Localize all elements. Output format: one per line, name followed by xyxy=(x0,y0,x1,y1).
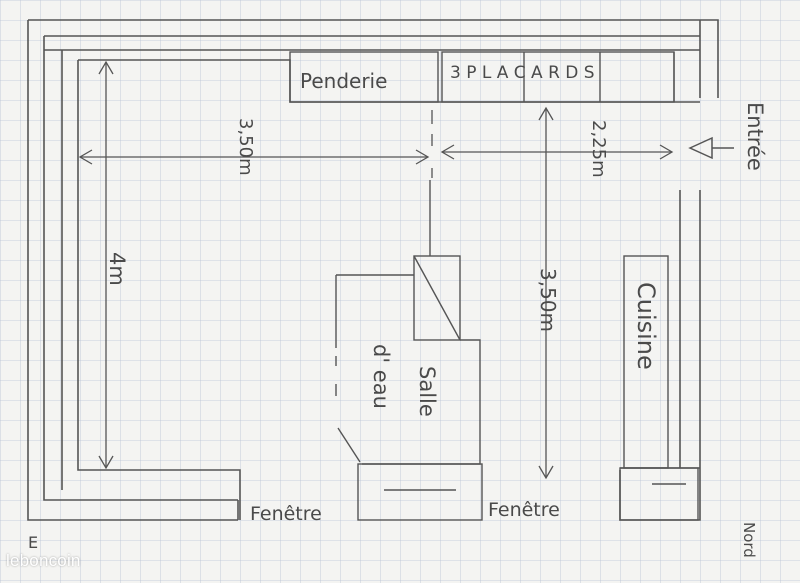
label-fenetre-left: Fenêtre xyxy=(250,503,322,525)
label-dim-width-right: 2,25m xyxy=(588,120,609,178)
label-salle-line1: Salle xyxy=(415,366,439,417)
label-placards: 3 P L A C A R D S xyxy=(450,63,595,83)
label-salle-line2: d' eau xyxy=(369,344,393,409)
dimension-lines xyxy=(78,60,674,480)
wardrobe-row xyxy=(289,51,675,103)
bathroom-walls xyxy=(335,180,483,521)
label-cuisine: Cuisine xyxy=(632,282,660,370)
label-fenetre-right: Fenêtre xyxy=(488,499,560,521)
label-entree: Entrée xyxy=(743,102,767,171)
label-est-partial: E xyxy=(28,533,38,552)
leboncoin-watermark: leboncoin xyxy=(6,551,81,570)
entrance-arrow-icon xyxy=(688,136,734,160)
label-dim-height-right: 3,50m xyxy=(536,268,560,332)
kitchen-block xyxy=(619,255,699,521)
label-penderie: Penderie xyxy=(300,69,387,93)
label-nord: Nord xyxy=(740,522,758,558)
label-dim-width-left: 3,50m xyxy=(235,118,256,176)
label-dim-height-left: 4m xyxy=(105,252,129,286)
